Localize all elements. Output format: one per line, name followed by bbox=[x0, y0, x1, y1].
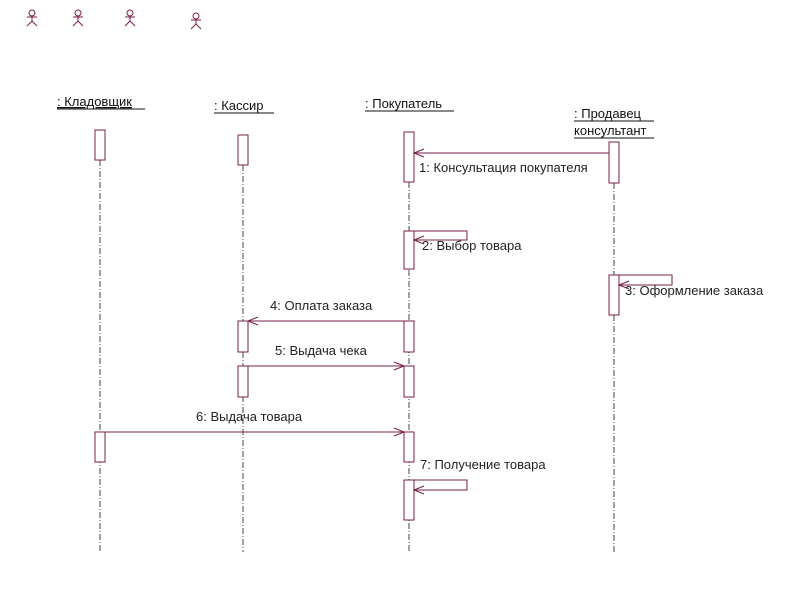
activation-buyer-2 bbox=[403, 230, 415, 270]
activation-buyer-1 bbox=[403, 131, 415, 183]
message-label-7: 7: Получение товара bbox=[420, 457, 546, 472]
message-arrow-3 bbox=[617, 274, 673, 290]
actor-icon bbox=[190, 12, 202, 30]
actor-icon bbox=[72, 9, 84, 27]
message-label-3: 3: Оформление заказа bbox=[625, 283, 764, 298]
object-label-storekeeper: : Кладовщик bbox=[57, 94, 132, 109]
activation-buyer-5 bbox=[403, 365, 415, 398]
activation-storekeeper-6 bbox=[94, 431, 106, 463]
activation-buyer-6 bbox=[403, 431, 415, 463]
actor-icon bbox=[124, 9, 136, 27]
activation-storekeeper-top bbox=[94, 129, 106, 161]
message-arrow-7 bbox=[412, 479, 468, 495]
activation-seller-2 bbox=[608, 274, 620, 316]
activation-cashier-5 bbox=[237, 365, 249, 398]
activation-cashier-4 bbox=[237, 320, 249, 353]
object-label-cashier: : Кассир bbox=[214, 98, 264, 113]
activation-cashier-top bbox=[237, 134, 249, 166]
message-label-1: 1: Консультация покупателя bbox=[419, 160, 588, 175]
activation-buyer-4 bbox=[403, 320, 415, 353]
activation-seller-1 bbox=[608, 141, 620, 184]
message-arrow-4 bbox=[246, 316, 404, 326]
message-label-6: 6: Выдача товара bbox=[196, 409, 303, 424]
activation-buyer-7 bbox=[403, 479, 415, 521]
message-arrow-2 bbox=[412, 230, 468, 245]
object-label-seller-line2: консультант bbox=[574, 123, 647, 138]
message-arrow-1 bbox=[412, 148, 609, 158]
object-label-seller-line1: : Продавец bbox=[574, 106, 642, 121]
message-label-4: 4: Оплата заказа bbox=[270, 298, 373, 313]
actor-icon bbox=[26, 9, 38, 27]
message-arrow-5 bbox=[248, 361, 406, 371]
object-label-buyer: : Покупатель bbox=[365, 96, 442, 111]
message-label-2: 2: Выбор товара bbox=[422, 238, 522, 253]
message-label-5: 5: Выдача чека bbox=[275, 343, 368, 358]
message-arrow-6 bbox=[105, 427, 406, 437]
